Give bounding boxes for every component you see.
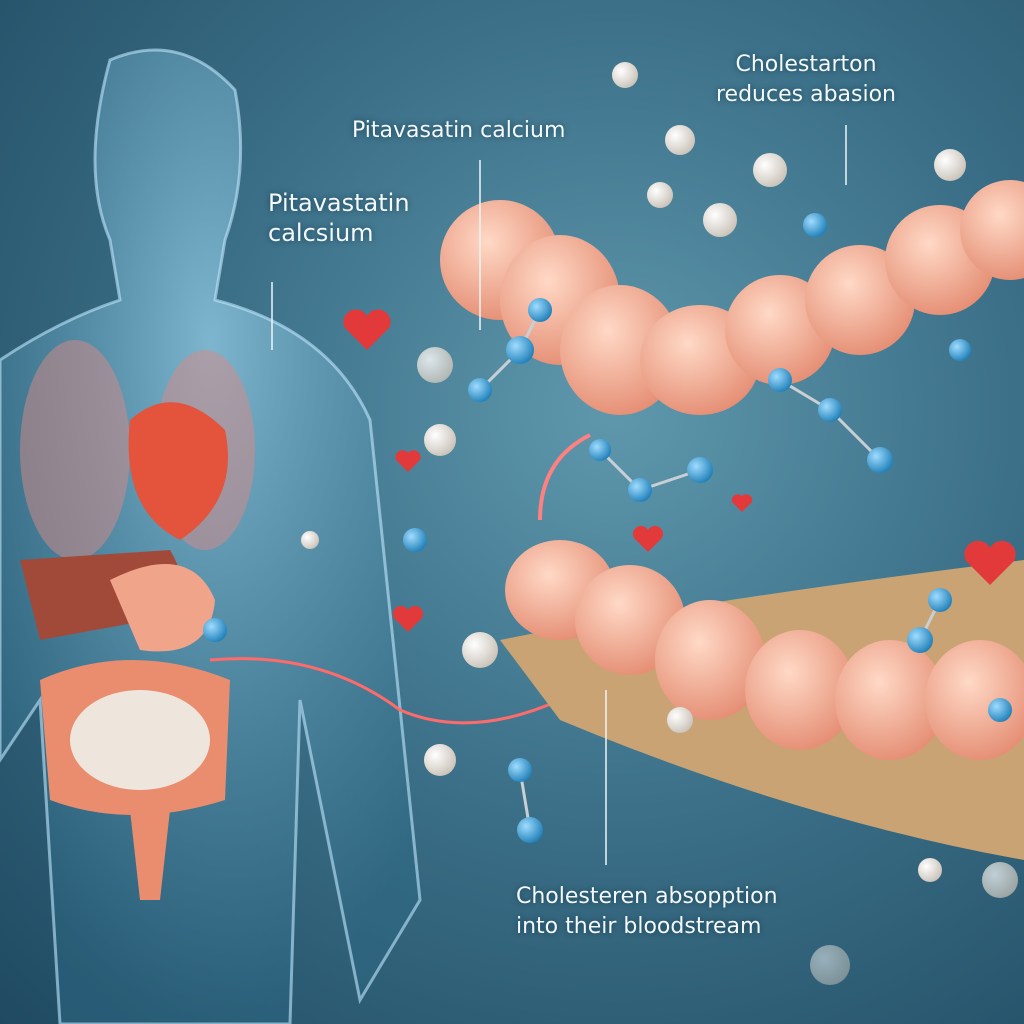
label-line: Cholestarton: [735, 52, 877, 77]
label-line: reduces abasion: [716, 82, 896, 107]
label-line: calcsium: [268, 219, 374, 247]
arrow: [538, 433, 591, 521]
heart-icons: [343, 309, 1016, 632]
leader-lines: [271, 125, 847, 865]
molecules: [203, 213, 1012, 843]
label-line: Cholesteren absopption: [516, 884, 778, 909]
stomach: [110, 564, 215, 652]
cholesterol-reduces-label: Cholestarton reduces abasion: [716, 50, 896, 110]
pitavastatin-label-left: Pitavastatin calcsium: [268, 188, 410, 248]
lower-intestine: [505, 540, 1024, 760]
human-figure: [0, 48, 422, 1024]
heart-organ: [128, 402, 228, 540]
absorption-label: Cholesteren absopption into their bloods…: [516, 882, 778, 942]
absorption-path: [209, 657, 561, 725]
pitavastatin-label-top: Pitavasatin calcium: [352, 118, 566, 143]
label-line: Pitavastatin: [268, 189, 410, 217]
particles: [301, 62, 1018, 985]
small-intestine: [70, 690, 210, 790]
left-lung: [20, 340, 130, 560]
label-line: into their bloodstream: [516, 914, 762, 939]
upper-intestine: [440, 180, 1024, 415]
